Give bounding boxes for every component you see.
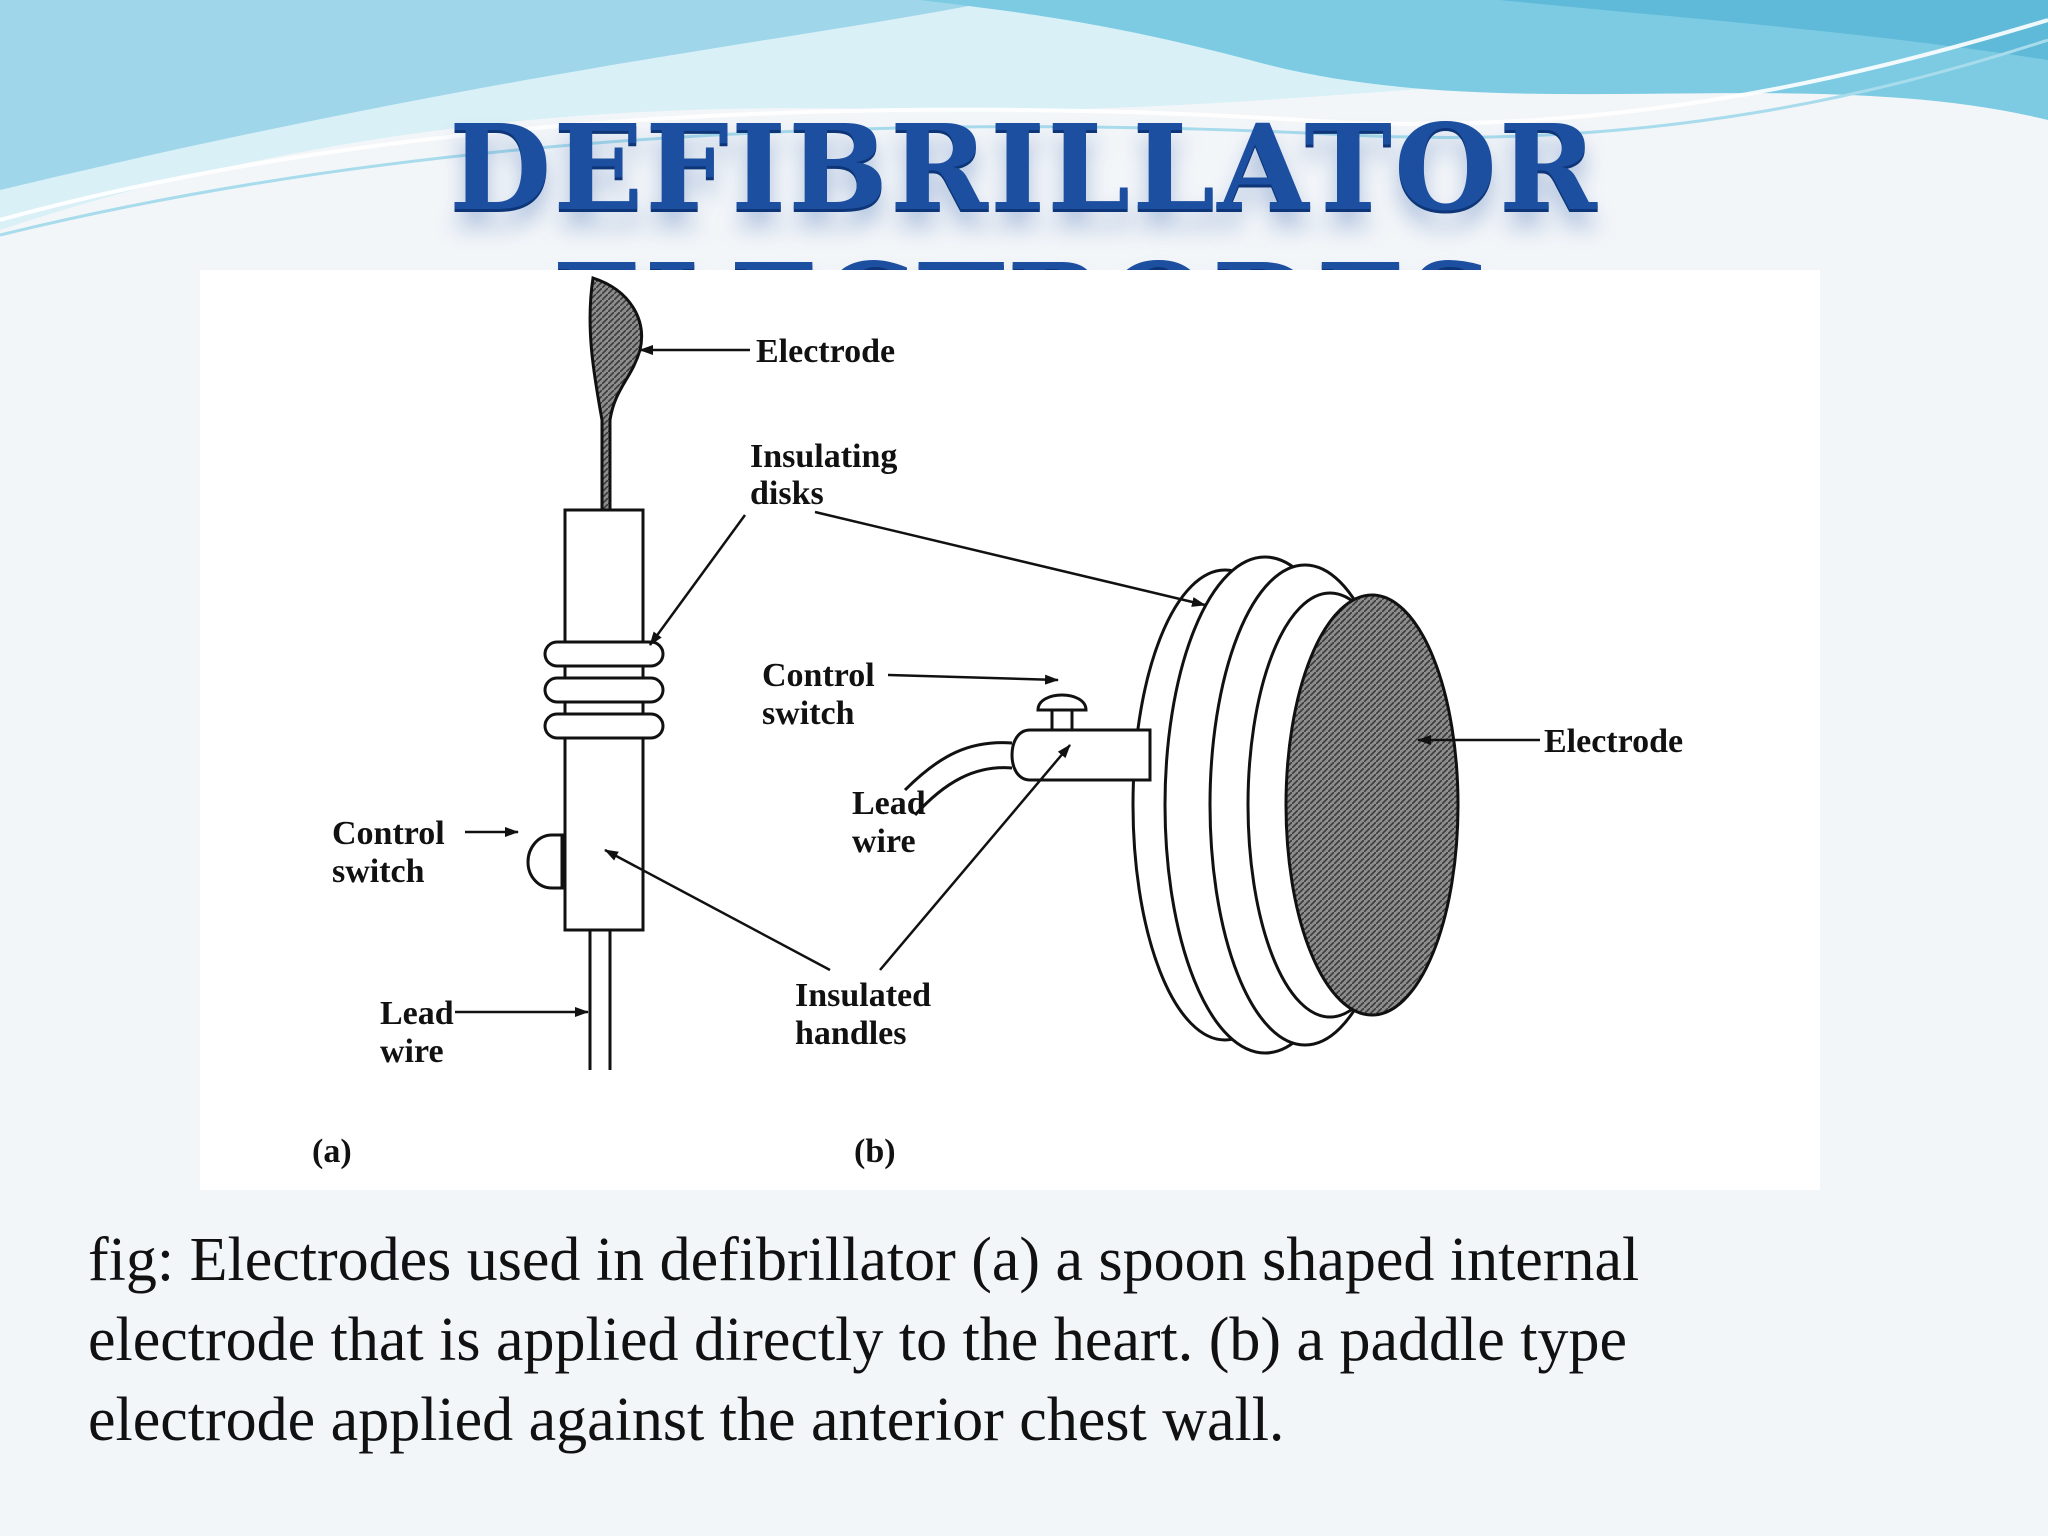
figure-caption: fig: Electrodes used in defibrillator (a… [88,1220,1968,1460]
label-lead-wire-b: wire [852,823,916,860]
spoon-head [588,276,643,512]
label-electrode-a: Electrode [756,333,895,370]
label-control-switch-a: switch [332,853,425,890]
diagram-canvas: Electrode Insulating disks Control switc… [200,270,1820,1190]
label-lead-wire-a: wire [380,1033,444,1070]
paddle-electrode-plate [1284,593,1460,1017]
caption-line: electrode that is applied directly to th… [88,1306,1628,1374]
label-insulating-disks: disks [750,475,824,512]
handle-body-b [1010,728,1152,782]
label-lead-wire-b: Lead [852,785,926,822]
caption-line: electrode applied against the anterior c… [88,1386,1285,1454]
insulating-disk [543,676,665,704]
label-electrode-b: Electrode [1544,723,1683,760]
label-insulated-handles: Insulated [795,977,931,1014]
label-panel-a: (a) [312,1133,352,1170]
background-waves [0,0,2048,237]
control-switch-b [1050,710,1074,730]
insulating-disk [543,640,665,668]
electrode-diagram: Electrode Insulating disks Control switc… [200,270,1820,1190]
caption-line: fig: Electrodes used in defibrillator (a… [88,1226,1640,1294]
insulating-disk [543,712,665,740]
lead-wire-b [903,741,1013,792]
label-control-switch-b: Control [762,657,875,694]
leader-lines [455,345,1540,1017]
label-insulating-disks: Insulating [750,438,897,475]
label-panel-b: (b) [854,1133,896,1170]
control-switch-a [526,833,564,890]
label-lead-wire-a: Lead [380,995,454,1032]
spoon-electrode [526,276,665,1070]
label-control-switch-a: Control [332,815,445,852]
paddle-electrode [903,555,1460,1055]
label-insulated-handles: handles [795,1015,907,1052]
label-control-switch-b: switch [762,695,855,732]
